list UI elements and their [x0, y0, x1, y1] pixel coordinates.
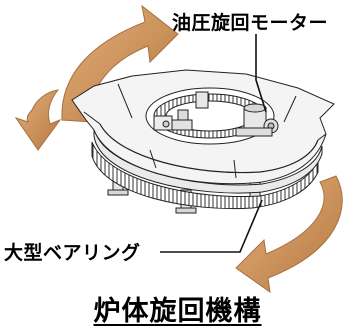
bearing-label: 大型ベアリング	[4, 242, 141, 264]
diagram-title: 炉体旋回機構	[93, 296, 262, 327]
rotation-arrow-bottom-right-icon	[235, 175, 343, 294]
motor-label: 油圧旋回モーター	[172, 12, 329, 34]
bearing-leader-line	[160, 199, 263, 253]
motor-leader-line	[255, 34, 267, 113]
rotation-arrow-left-icon	[14, 89, 62, 151]
turntable-drawing	[71, 69, 335, 214]
